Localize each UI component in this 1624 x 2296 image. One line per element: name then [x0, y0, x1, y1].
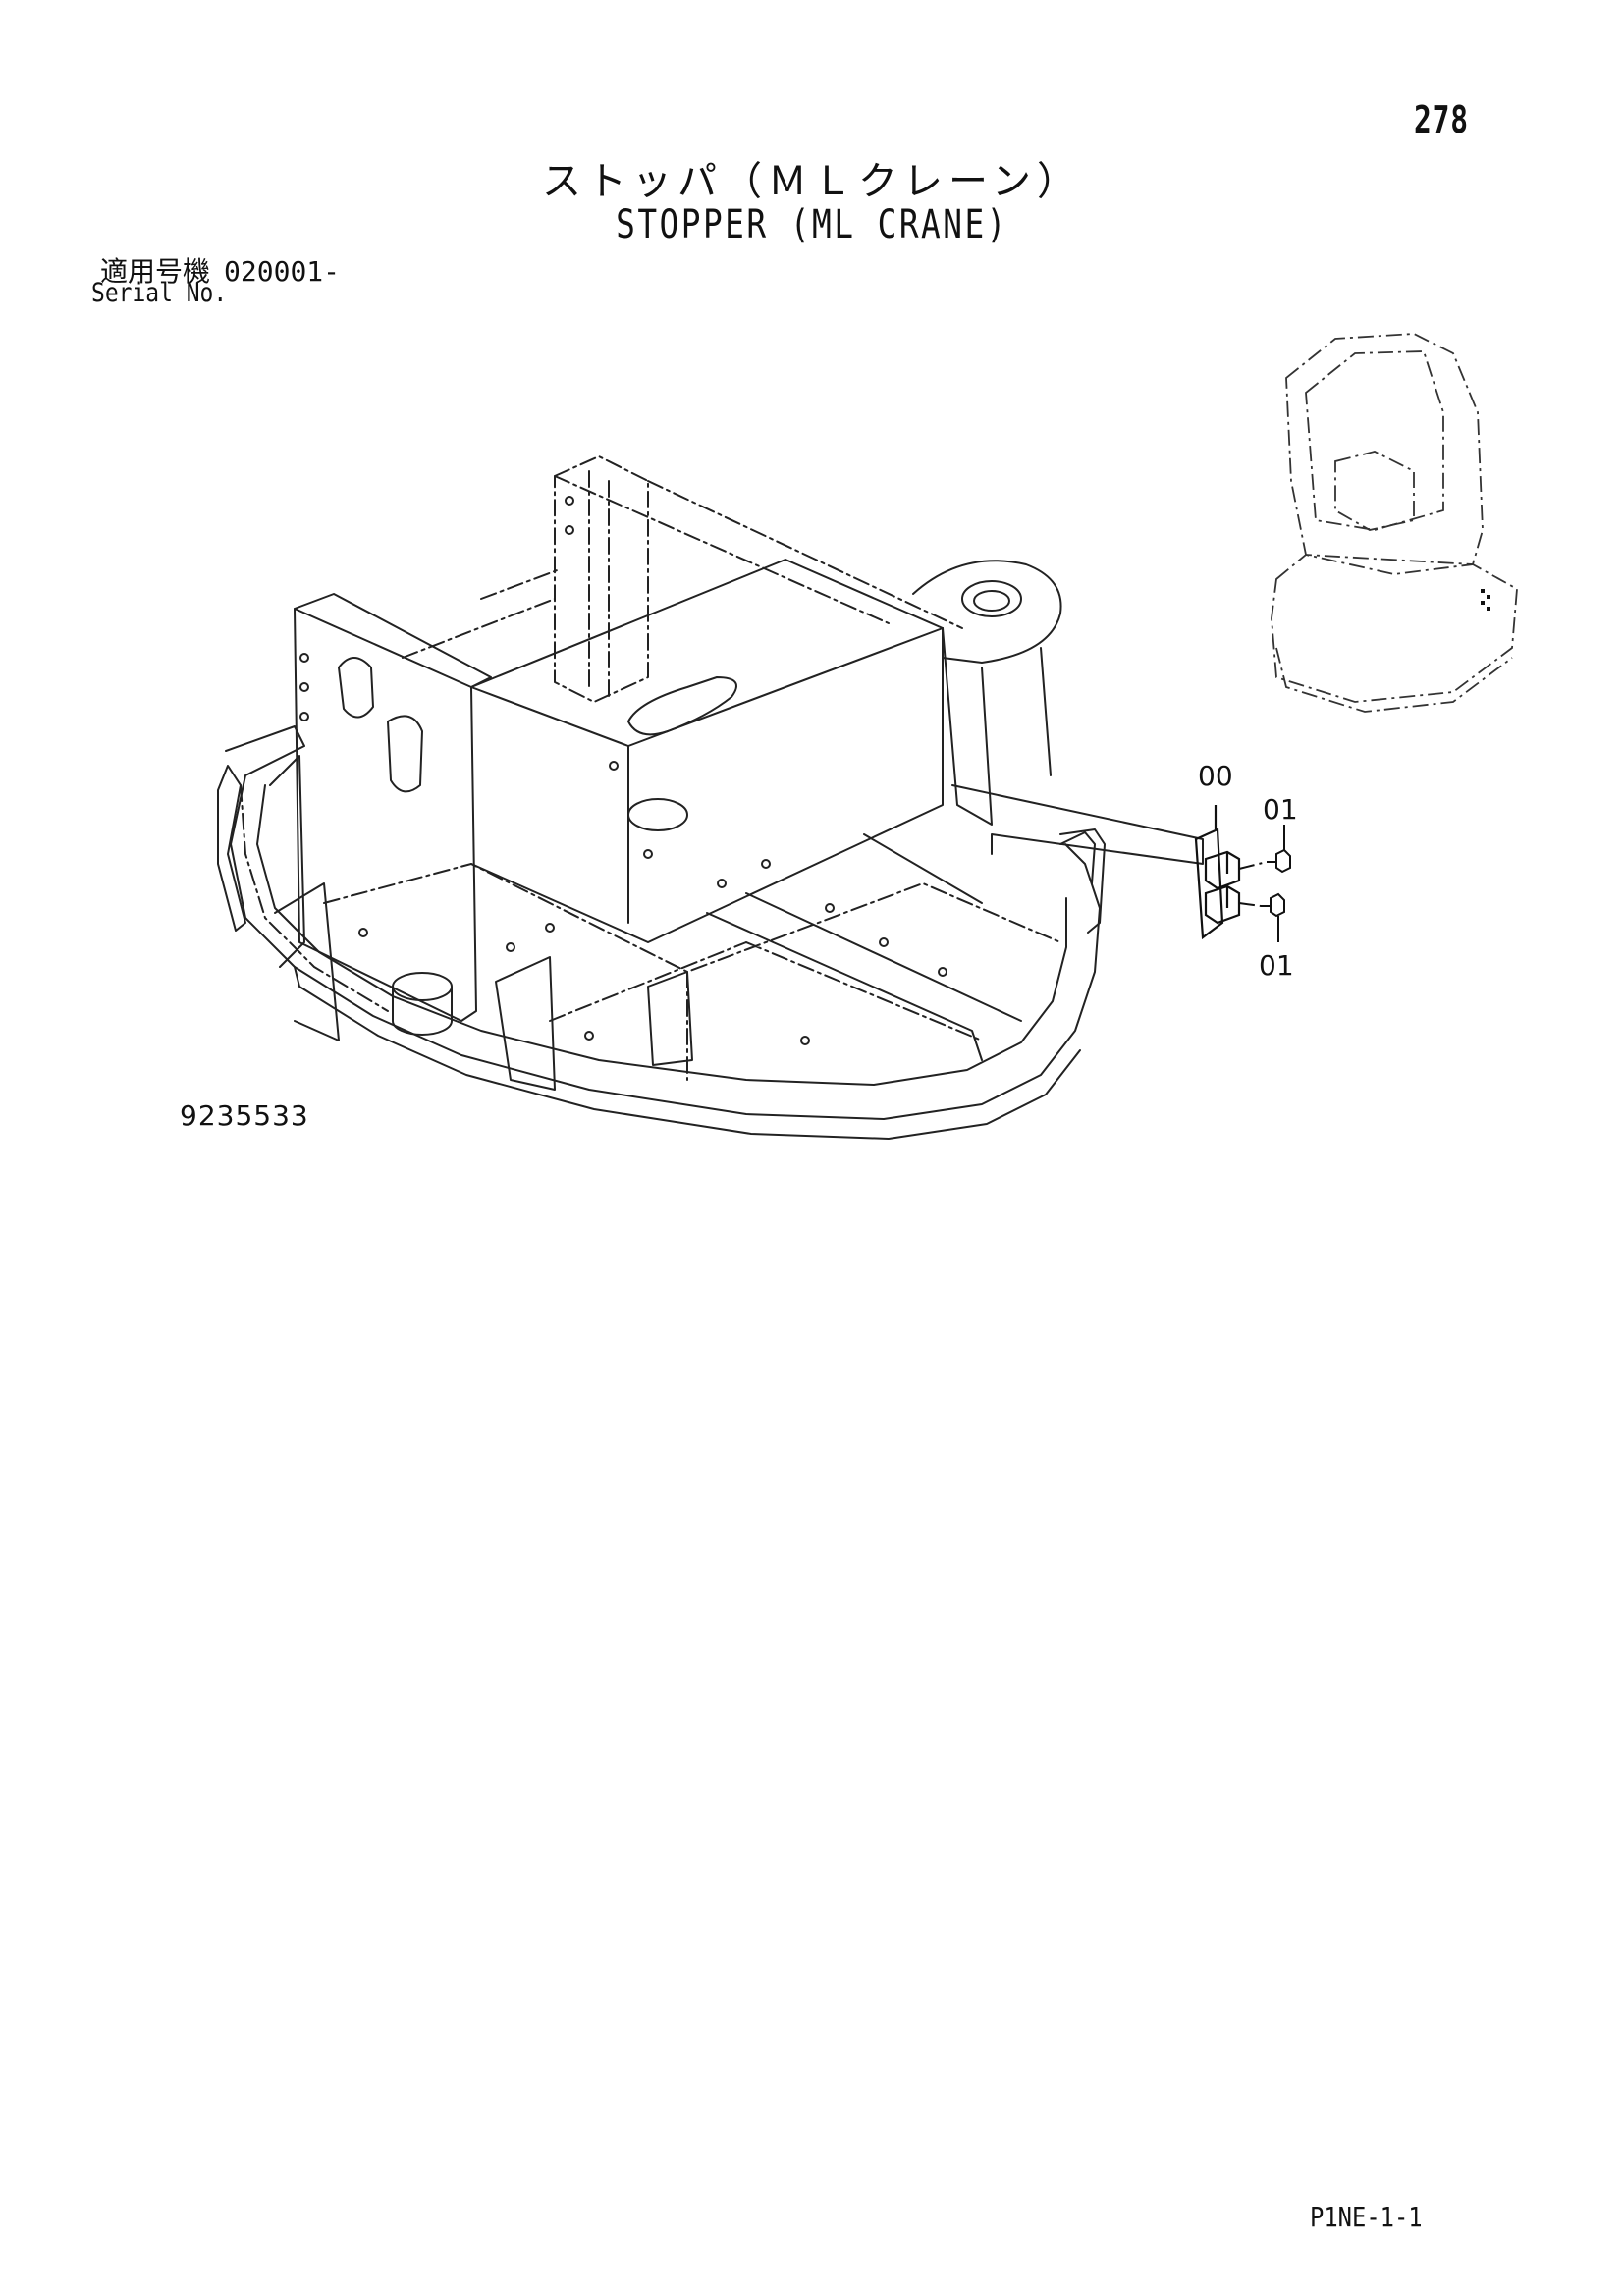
frame-ring-edge — [240, 784, 389, 1012]
rear-frame-lines — [402, 475, 963, 659]
boom-foot-bore — [961, 580, 1022, 617]
boom-foot — [912, 560, 1062, 664]
center-housing-top — [470, 627, 944, 747]
callout-00: 00 — [1198, 760, 1233, 792]
footer-code: P1NE-1-1 — [1310, 2201, 1423, 2233]
lower-bracket-front — [495, 956, 556, 1091]
rear-guard — [1059, 831, 1096, 884]
serial-range: 020001- — [224, 255, 341, 288]
center-housing-slot — [627, 676, 737, 736]
callout-01-lower: 01 — [1259, 949, 1294, 982]
callout-01-upper: 01 — [1263, 793, 1298, 826]
right-bumper — [1059, 828, 1106, 934]
stopper-plate — [1194, 828, 1224, 940]
machine-location-thumbnail — [1271, 333, 1518, 713]
stopper-block-lower — [1204, 884, 1241, 925]
center-housing — [470, 559, 944, 943]
frame-inner-ring — [256, 784, 1067, 1086]
counterweight-lower — [1275, 647, 1513, 713]
stopper-part-00 — [1194, 805, 1241, 940]
rear-tower — [554, 455, 649, 703]
front-plate — [294, 608, 477, 1022]
bolt-holes — [299, 496, 947, 1045]
stopper-arm — [951, 784, 1204, 865]
cylinder-puck — [392, 972, 453, 1036]
front-plate-hole — [338, 657, 374, 719]
lower-beams — [706, 833, 1022, 1061]
serial-label-jp-text: 適用号機 — [100, 255, 211, 288]
boom-foot-ring — [973, 590, 1010, 612]
rear-tower-post — [588, 470, 610, 698]
upper-frame-drawing — [217, 455, 1204, 1140]
figure-number: 9235533 — [180, 1099, 309, 1132]
front-plate-top — [294, 593, 492, 688]
boom-bracket — [942, 627, 1052, 826]
center-ring — [627, 798, 688, 831]
bolt-upper — [1267, 848, 1291, 874]
counterweight — [1271, 554, 1518, 703]
bolt-axis-lines — [1238, 861, 1268, 907]
cab-seat — [1334, 451, 1415, 531]
bolts-part-01 — [1238, 825, 1291, 942]
left-front-box — [269, 755, 305, 968]
cab-window — [1305, 350, 1444, 531]
left-bumper — [217, 765, 246, 932]
page-title-japanese: ストッパ（ＭＬクレーン） — [542, 159, 1082, 204]
frame-outer-ring — [225, 725, 1101, 1120]
lower-bracket-center — [647, 971, 693, 1066]
cab-outline — [1285, 333, 1484, 575]
page-title-english: STOPPER (ML CRANE) — [616, 202, 1008, 247]
front-plate-hole-2 — [387, 715, 423, 793]
page-number: 278 — [1414, 98, 1469, 141]
thumbnail-highlight — [1481, 589, 1490, 611]
frame-ring-bottom — [294, 966, 1081, 1140]
serial-label-japanese: 適用号機 020001- — [100, 250, 340, 290]
bolt-lower — [1261, 892, 1285, 918]
serial-label-english: Serial No. — [91, 278, 228, 308]
stopper-block-upper — [1204, 850, 1241, 890]
